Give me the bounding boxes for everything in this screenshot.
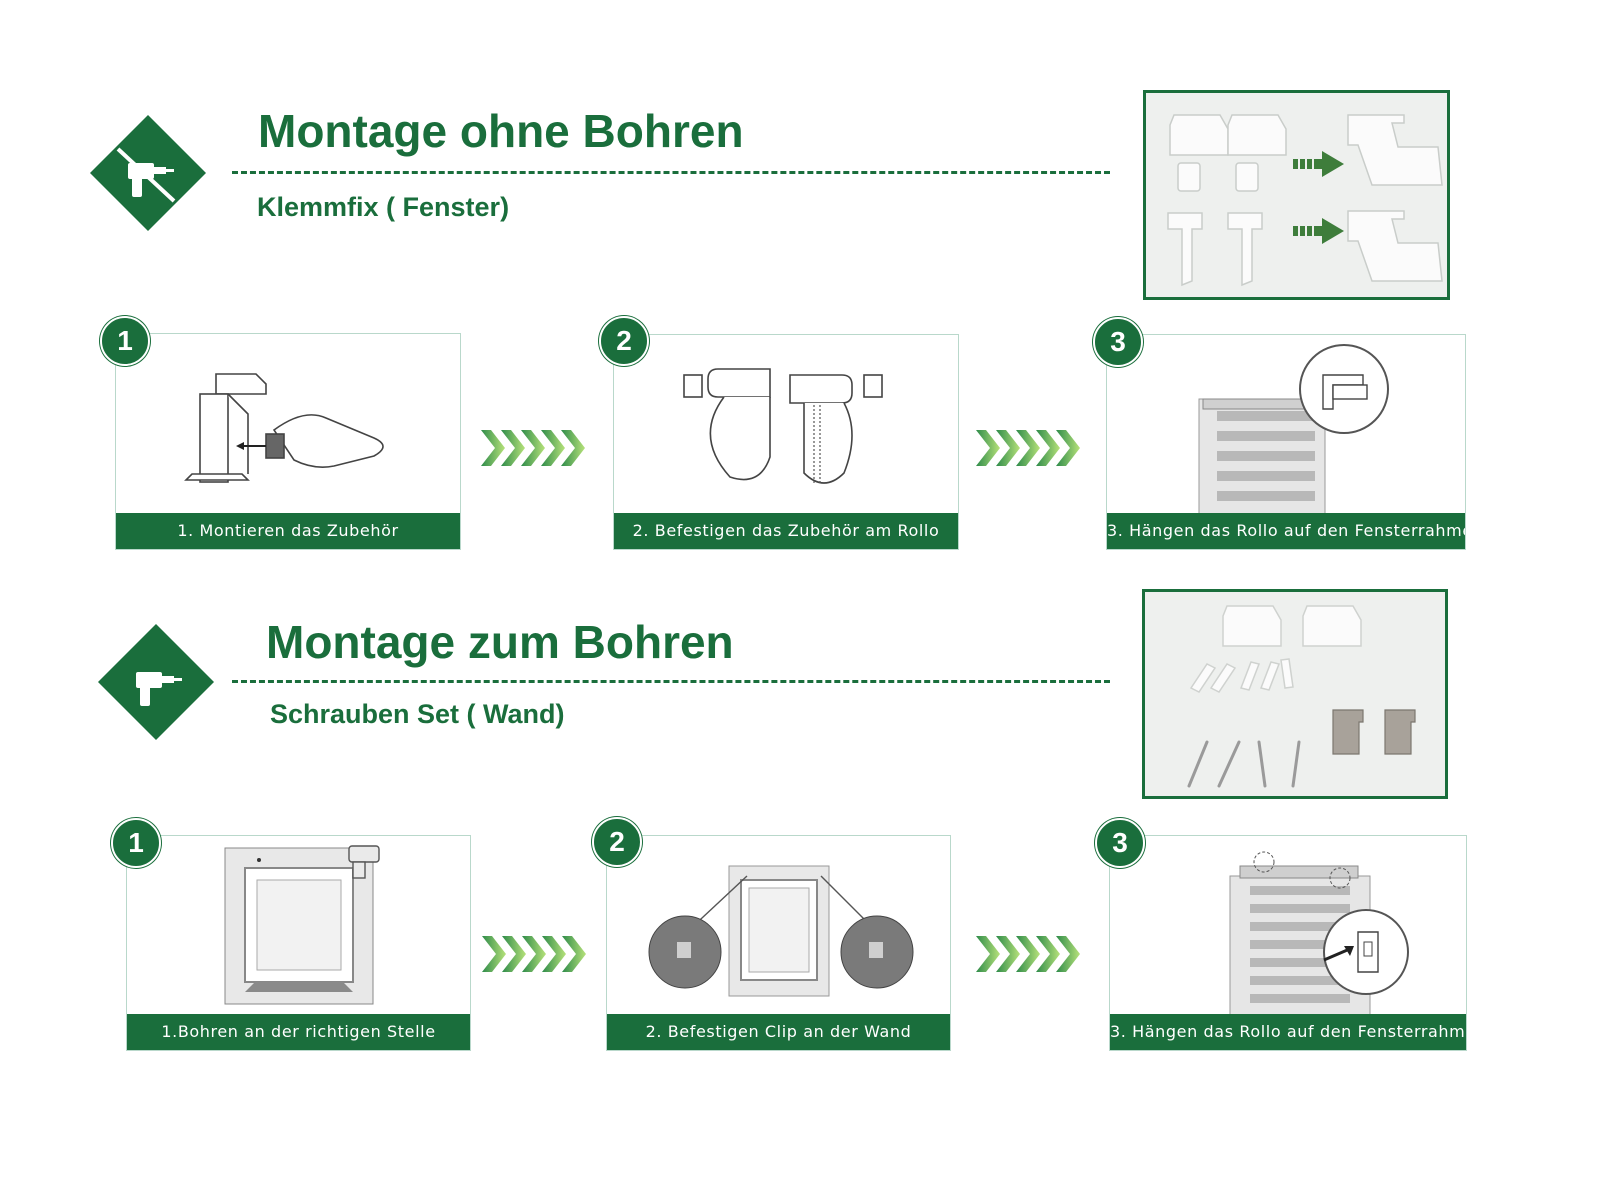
- step-card-1: 1. Montieren das Zubehör: [115, 333, 461, 550]
- next-step-arrows-icon: [481, 430, 585, 466]
- blind-on-frame-illustration: [1198, 344, 1389, 515]
- step-caption: 2. Befestigen das Zubehör am Rollo: [614, 513, 958, 549]
- step-caption: 3. Hängen das Rollo auf den Fensterrahme…: [1107, 513, 1465, 549]
- step-number-badge: 2: [599, 316, 649, 366]
- step-number-badge: 2: [592, 817, 642, 867]
- screw-set-photo: [1145, 592, 1445, 796]
- clamp-parts-photo: [1146, 93, 1447, 297]
- step-number-badge: 1: [100, 316, 150, 366]
- step-number-badge: 3: [1093, 317, 1143, 367]
- step-card-3: 3. Hängen das Rollo auf den Fensterrahme…: [1106, 334, 1466, 550]
- step-number-badge: 3: [1095, 818, 1145, 868]
- step-card-6: 3. Hängen das Rollo auf den Fensterrahme…: [1109, 835, 1467, 1051]
- section-subtitle: Klemmfix ( Fenster): [257, 192, 510, 222]
- step-caption: 1.Bohren an der richtigen Stelle: [127, 1014, 470, 1050]
- roller-end-caps-illustration: [683, 368, 883, 485]
- window-drill-illustration: [224, 845, 380, 1005]
- accessories-photo-screws: [1142, 589, 1448, 799]
- drill-icon: [98, 624, 214, 740]
- blind-on-wall-illustration: [1229, 851, 1409, 1016]
- next-step-arrows-icon: [976, 936, 1080, 972]
- title-divider: [232, 680, 1110, 683]
- no-drill-icon: [90, 115, 206, 231]
- wall-clip-illustration: [648, 865, 914, 997]
- next-step-arrows-icon: [976, 430, 1080, 466]
- title-divider: [232, 171, 1110, 174]
- accessories-photo-clamp: [1143, 90, 1450, 300]
- section-title: Montage zum Bohren: [266, 616, 734, 668]
- step-number-badge: 1: [111, 818, 161, 868]
- step-card-4: 1.Bohren an der richtigen Stelle: [126, 835, 471, 1051]
- step-card-5: 2. Befestigen Clip an der Wand: [606, 835, 951, 1051]
- bracket-clamp-illustration: [184, 373, 384, 483]
- step-caption: 3. Hängen das Rollo auf den Fensterrahme…: [1110, 1014, 1466, 1050]
- step-caption: 2. Befestigen Clip an der Wand: [607, 1014, 950, 1050]
- step-card-2: 2. Befestigen das Zubehör am Rollo: [613, 334, 959, 550]
- next-step-arrows-icon: [482, 936, 586, 972]
- section-subtitle: Schrauben Set ( Wand): [270, 699, 565, 729]
- step-caption: 1. Montieren das Zubehör: [116, 513, 460, 549]
- section-title: Montage ohne Bohren: [258, 105, 744, 157]
